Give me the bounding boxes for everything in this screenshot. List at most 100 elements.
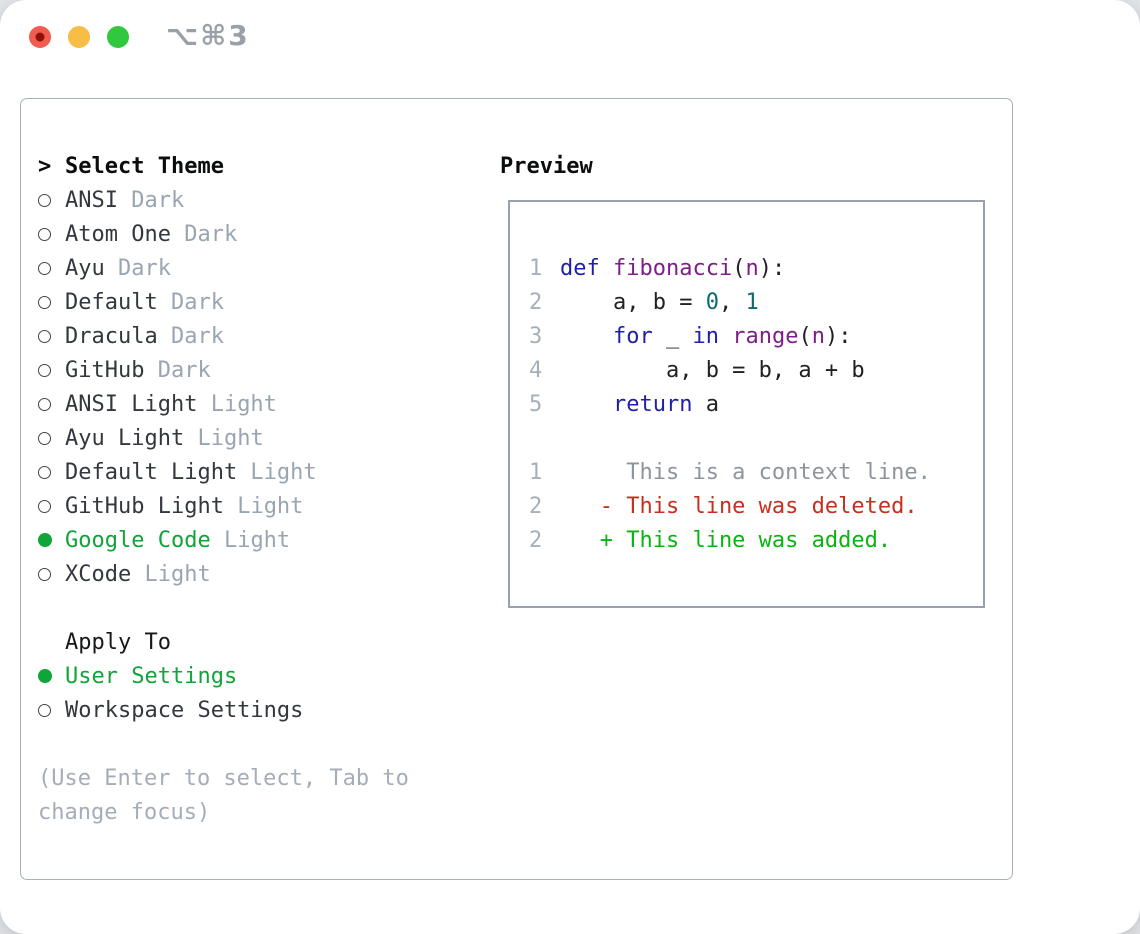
selected-radio-icon [38, 669, 65, 683]
apply-to-title: Apply To [65, 629, 171, 655]
apply-option-label: User Settings [65, 663, 238, 689]
close-button[interactable] [29, 26, 51, 48]
line-number: 1 [529, 459, 543, 485]
theme-variant-label: Dark [104, 255, 171, 281]
code-preview-line [529, 421, 931, 455]
selected-radio-icon [38, 533, 65, 547]
code-preview-line: 5 return a [529, 387, 931, 421]
apply-option-user-settings[interactable]: User Settings [38, 659, 468, 693]
code-token-plain: _ [652, 323, 693, 349]
close-button-dot-icon [35, 32, 45, 42]
theme-option-label: Default [65, 289, 158, 315]
radio-icon [38, 261, 65, 275]
radio-icon [38, 567, 65, 581]
theme-option-label: GitHub [65, 357, 145, 383]
radio-icon [38, 227, 65, 241]
code-token-title: range [732, 323, 799, 349]
apply-to-header: Apply To [38, 625, 468, 659]
theme-option-ansi-light[interactable]: ANSI Light Light [38, 387, 468, 421]
radio-icon [38, 431, 65, 445]
code-token-keyword: return [612, 391, 693, 417]
line-number: 1 [529, 255, 543, 281]
theme-option-label: Atom One [65, 221, 171, 247]
code-token-context: This is a context line. [560, 459, 931, 485]
select-theme-title: Select Theme [65, 153, 224, 179]
theme-variant-label: Light [197, 391, 277, 417]
apply-option-workspace-settings[interactable]: Workspace Settings [38, 693, 468, 727]
theme-option-ansi[interactable]: ANSI Dark [38, 183, 468, 217]
code-token-number: 1 [745, 289, 759, 315]
theme-option-label: Dracula [65, 323, 158, 349]
code-token-deleted: - This line was deleted. [560, 493, 918, 519]
code-token-plain [560, 392, 613, 417]
help-text-line: change focus) [38, 799, 211, 825]
radio-icon [38, 329, 65, 343]
code-preview-line: 4 a, b = b, a + b [529, 353, 931, 387]
code-preview-line: 2 - This line was deleted. [529, 489, 931, 523]
theme-option-dracula[interactable]: Dracula Dark [38, 319, 468, 353]
code-token-keyword: def [560, 255, 600, 281]
theme-option-github-light[interactable]: GitHub Light Light [38, 489, 468, 523]
theme-variant-label: Light [131, 561, 211, 587]
code-preview-line: 3 for _ in range(n): [529, 319, 931, 353]
line-number: 2 [529, 527, 543, 553]
line-number: 2 [529, 289, 543, 315]
radio-icon [38, 703, 65, 717]
code-token-title: n [745, 255, 759, 281]
theme-option-google-code[interactable]: Google Code Light [38, 523, 468, 557]
theme-option-default[interactable]: Default Dark [38, 285, 468, 319]
theme-variant-label: Light [210, 527, 291, 553]
radio-icon [38, 465, 65, 479]
theme-variant-label: Light [184, 425, 264, 451]
theme-option-default-light[interactable]: Default Light Light [38, 455, 468, 489]
theme-option-ayu-light[interactable]: Ayu Light Light [38, 421, 468, 455]
theme-variant-label: Dark [117, 187, 185, 213]
help-text: (Use Enter to select, Tab to change focus… [38, 761, 468, 829]
code-token-plain: a, b = [560, 289, 706, 315]
titlebar: ⌥⌘3 [0, 0, 1140, 74]
traffic-lights [29, 26, 129, 48]
code-preview-line: 2 + This line was added. [529, 523, 931, 557]
help-text-line: (Use Enter to select, Tab to [38, 765, 409, 791]
theme-variant-label: Dark [157, 289, 224, 315]
theme-option-xcode[interactable]: XCode Light [38, 557, 468, 591]
window-shortcut-label: ⌥⌘3 [166, 19, 250, 52]
theme-option-label: Ayu Light [65, 425, 185, 451]
theme-option-label: XCode [65, 561, 132, 587]
theme-option-atom-one[interactable]: Atom One Dark [38, 217, 468, 251]
code-token-plain [719, 324, 732, 349]
code-token-plain: ( [798, 323, 812, 349]
cursor-icon: > [38, 153, 52, 179]
theme-variant-label: Dark [170, 221, 238, 247]
code-token-plain: a [692, 391, 719, 417]
line-number: 4 [529, 357, 543, 383]
minimize-button[interactable] [68, 26, 90, 48]
code-token-plain [560, 324, 613, 349]
theme-variant-label: Dark [144, 357, 211, 383]
theme-option-label: ANSI Light [65, 391, 198, 417]
spacer-row [38, 727, 468, 761]
code-token-plain: ): [758, 255, 786, 281]
code-token-added: + This line was added. [560, 527, 892, 553]
radio-icon [38, 397, 65, 411]
radio-icon [38, 499, 65, 513]
zoom-button[interactable] [107, 26, 129, 48]
code-token-plain [600, 256, 613, 281]
code-preview-line: 1 This is a context line. [529, 455, 931, 489]
code-token-plain: ): [824, 323, 852, 349]
line-number: 2 [529, 493, 543, 519]
spacer-row [38, 591, 468, 625]
theme-option-github[interactable]: GitHub Dark [38, 353, 468, 387]
theme-option-label: ANSI [65, 187, 118, 213]
code-token-title: n [811, 323, 825, 349]
code-token-keyword: for [612, 323, 653, 349]
theme-option-ayu[interactable]: Ayu Dark [38, 251, 468, 285]
code-token-title: fibonacci [613, 255, 733, 281]
preview-title: Preview [500, 153, 593, 179]
